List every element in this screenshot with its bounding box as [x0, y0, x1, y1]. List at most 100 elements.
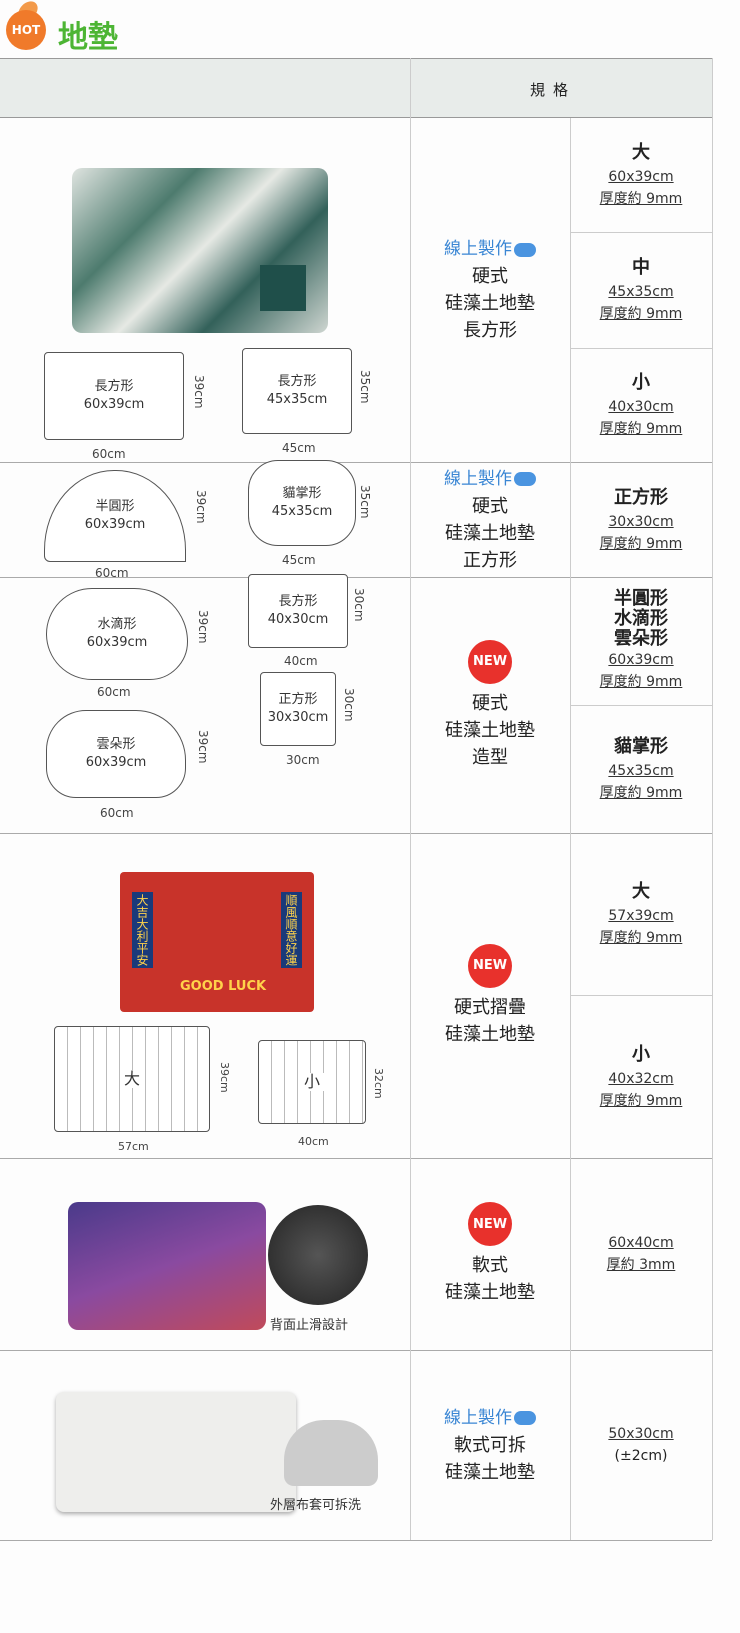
dim-width: 45cm — [282, 441, 316, 455]
product-name: 硬式摺疊 — [454, 996, 526, 1018]
product-name: 造型 — [472, 746, 508, 768]
spec-thickness: 厚度約 9mm — [599, 674, 683, 690]
diagram-label: 大 — [119, 1070, 144, 1088]
product-rect: 線上製作 硬式 硅藻土地墊 長方形 — [410, 118, 570, 462]
photo-caption: 背面止滑設計 — [270, 1318, 349, 1333]
dim-width: 60cm — [100, 806, 134, 820]
spec-size: 正方形 — [614, 486, 668, 508]
diagram-label: 水滴形 — [97, 617, 137, 632]
spec-tolerance: (±2cm) — [614, 1448, 668, 1464]
dim-width: 57cm — [118, 1140, 149, 1153]
divider — [570, 348, 712, 349]
dim-width: 60cm — [92, 447, 126, 461]
mat-art-banner: GOOD LUCK — [180, 979, 267, 994]
product-square: 線上製作 硬式 硅藻土地墊 正方形 — [410, 462, 570, 577]
divider — [410, 58, 411, 1540]
spec-dimensions: 50x30cm — [608, 1426, 674, 1442]
online-make-tag[interactable]: 線上製作 — [444, 1405, 536, 1432]
removable-cover-mat-photo — [56, 1392, 296, 1512]
product-soft-removable: 線上製作 軟式可拆 硅藻土地墊 — [410, 1350, 570, 1540]
cloud-pen-icon — [514, 242, 536, 257]
diagram-dim: 30x30cm — [267, 710, 329, 725]
dim-width: 60cm — [95, 566, 129, 580]
product-name: 硬式 — [472, 495, 508, 517]
spec-size: 大 — [632, 881, 650, 902]
mat-art-text: 順風順意好運 — [281, 892, 302, 968]
dim-height: 30cm — [342, 688, 356, 722]
diagram-label: 長方形 — [277, 374, 317, 389]
dim-height: 35cm — [358, 370, 372, 404]
page-title: 地墊 — [58, 20, 118, 55]
spec-dimensions: 60x39cm — [608, 169, 674, 185]
anti-slip-back-photo — [268, 1205, 368, 1305]
divider — [0, 1350, 712, 1351]
diagram-dim: 40x30cm — [267, 612, 329, 627]
product-name: 硅藻土地墊 — [445, 293, 535, 314]
divider — [0, 577, 712, 578]
spec-dimensions: 57x39cm — [608, 908, 674, 924]
product-soft: NEW 軟式 硅藻土地墊 — [410, 1158, 570, 1350]
dim-height: 30cm — [352, 588, 366, 622]
dim-height: 39cm — [196, 730, 210, 764]
product-name: 硅藻土地墊 — [445, 1023, 535, 1045]
diagram-dim: 45x35cm — [271, 504, 333, 519]
diagram-label: 小 — [299, 1073, 324, 1091]
spec-thickness: 厚度約 9mm — [599, 785, 683, 801]
product-name: 硬式 — [472, 692, 508, 714]
divider — [0, 1540, 712, 1541]
diagram-rect-medium: 長方形 45x35cm — [242, 348, 352, 434]
dim-width: 40cm — [284, 654, 318, 668]
cloud-pen-icon — [514, 472, 536, 486]
spec-thickness: 厚度約 9mm — [599, 306, 683, 322]
spec-dimensions: 40x30cm — [608, 399, 674, 415]
diagram-label: 半圓形 — [95, 499, 135, 514]
diagram-water-drop: 水滴形 60x39cm — [46, 588, 188, 680]
dim-height: 35cm — [358, 485, 372, 519]
online-label: 線上製作 — [444, 239, 512, 259]
online-label: 線上製作 — [444, 1407, 512, 1428]
product-name: 硅藻土地墊 — [445, 522, 535, 544]
space-mat-photo — [68, 1202, 266, 1330]
diagram-dim: 45x35cm — [266, 392, 328, 407]
dim-width: 40cm — [298, 1135, 329, 1148]
product-name: 正方形 — [463, 549, 517, 571]
mat-art-text: 大吉大利平安 — [132, 892, 153, 968]
product-folding: NEW 硬式摺疊 硅藻土地墊 — [410, 833, 570, 1158]
divider — [0, 462, 712, 463]
online-label: 線上製作 — [444, 468, 512, 489]
photo-caption: 外層布套可拆洗 — [270, 1498, 362, 1513]
dim-width: 45cm — [282, 553, 316, 567]
diagram-label: 雲朵形 — [96, 737, 136, 752]
online-make-tag[interactable]: 線上製作 — [444, 466, 536, 493]
product-name: 軟式可拆 — [454, 1434, 526, 1456]
divider — [570, 118, 571, 1540]
new-badge: NEW — [468, 943, 512, 988]
dim-width: 30cm — [286, 753, 320, 767]
product-name: 硅藻土地墊 — [445, 1282, 535, 1303]
diagram-label: 貓掌形 — [282, 486, 322, 501]
diagram-fold-small: 小 — [258, 1040, 366, 1124]
divider — [0, 833, 712, 834]
online-make-tag[interactable]: 線上製作 — [444, 236, 536, 263]
removed-cover-photo — [284, 1420, 378, 1486]
spec-cell: 大 57x39cm 厚度約 9mm — [570, 833, 712, 995]
spec-dimensions: 40x32cm — [608, 1070, 674, 1087]
spec-size: 中 — [632, 257, 650, 278]
spec-size: 水滴形 — [614, 608, 668, 629]
spec-thickness: 厚度約 9mm — [599, 535, 683, 552]
diagram-dim: 60x39cm — [86, 635, 148, 650]
spec-thickness: 厚度約 9mm — [599, 1092, 683, 1109]
product-name: 硬式 — [472, 266, 508, 287]
spec-thickness: 厚度約 9mm — [599, 930, 683, 946]
diagram-fold-large: 大 — [54, 1026, 210, 1132]
divider — [712, 58, 713, 1540]
spec-column-header: 規格 — [530, 81, 577, 99]
spec-dimensions: 30x30cm — [608, 513, 674, 530]
diagram-paw: 貓掌形 45x35cm — [248, 460, 356, 546]
dim-height: 39cm — [218, 1062, 231, 1093]
